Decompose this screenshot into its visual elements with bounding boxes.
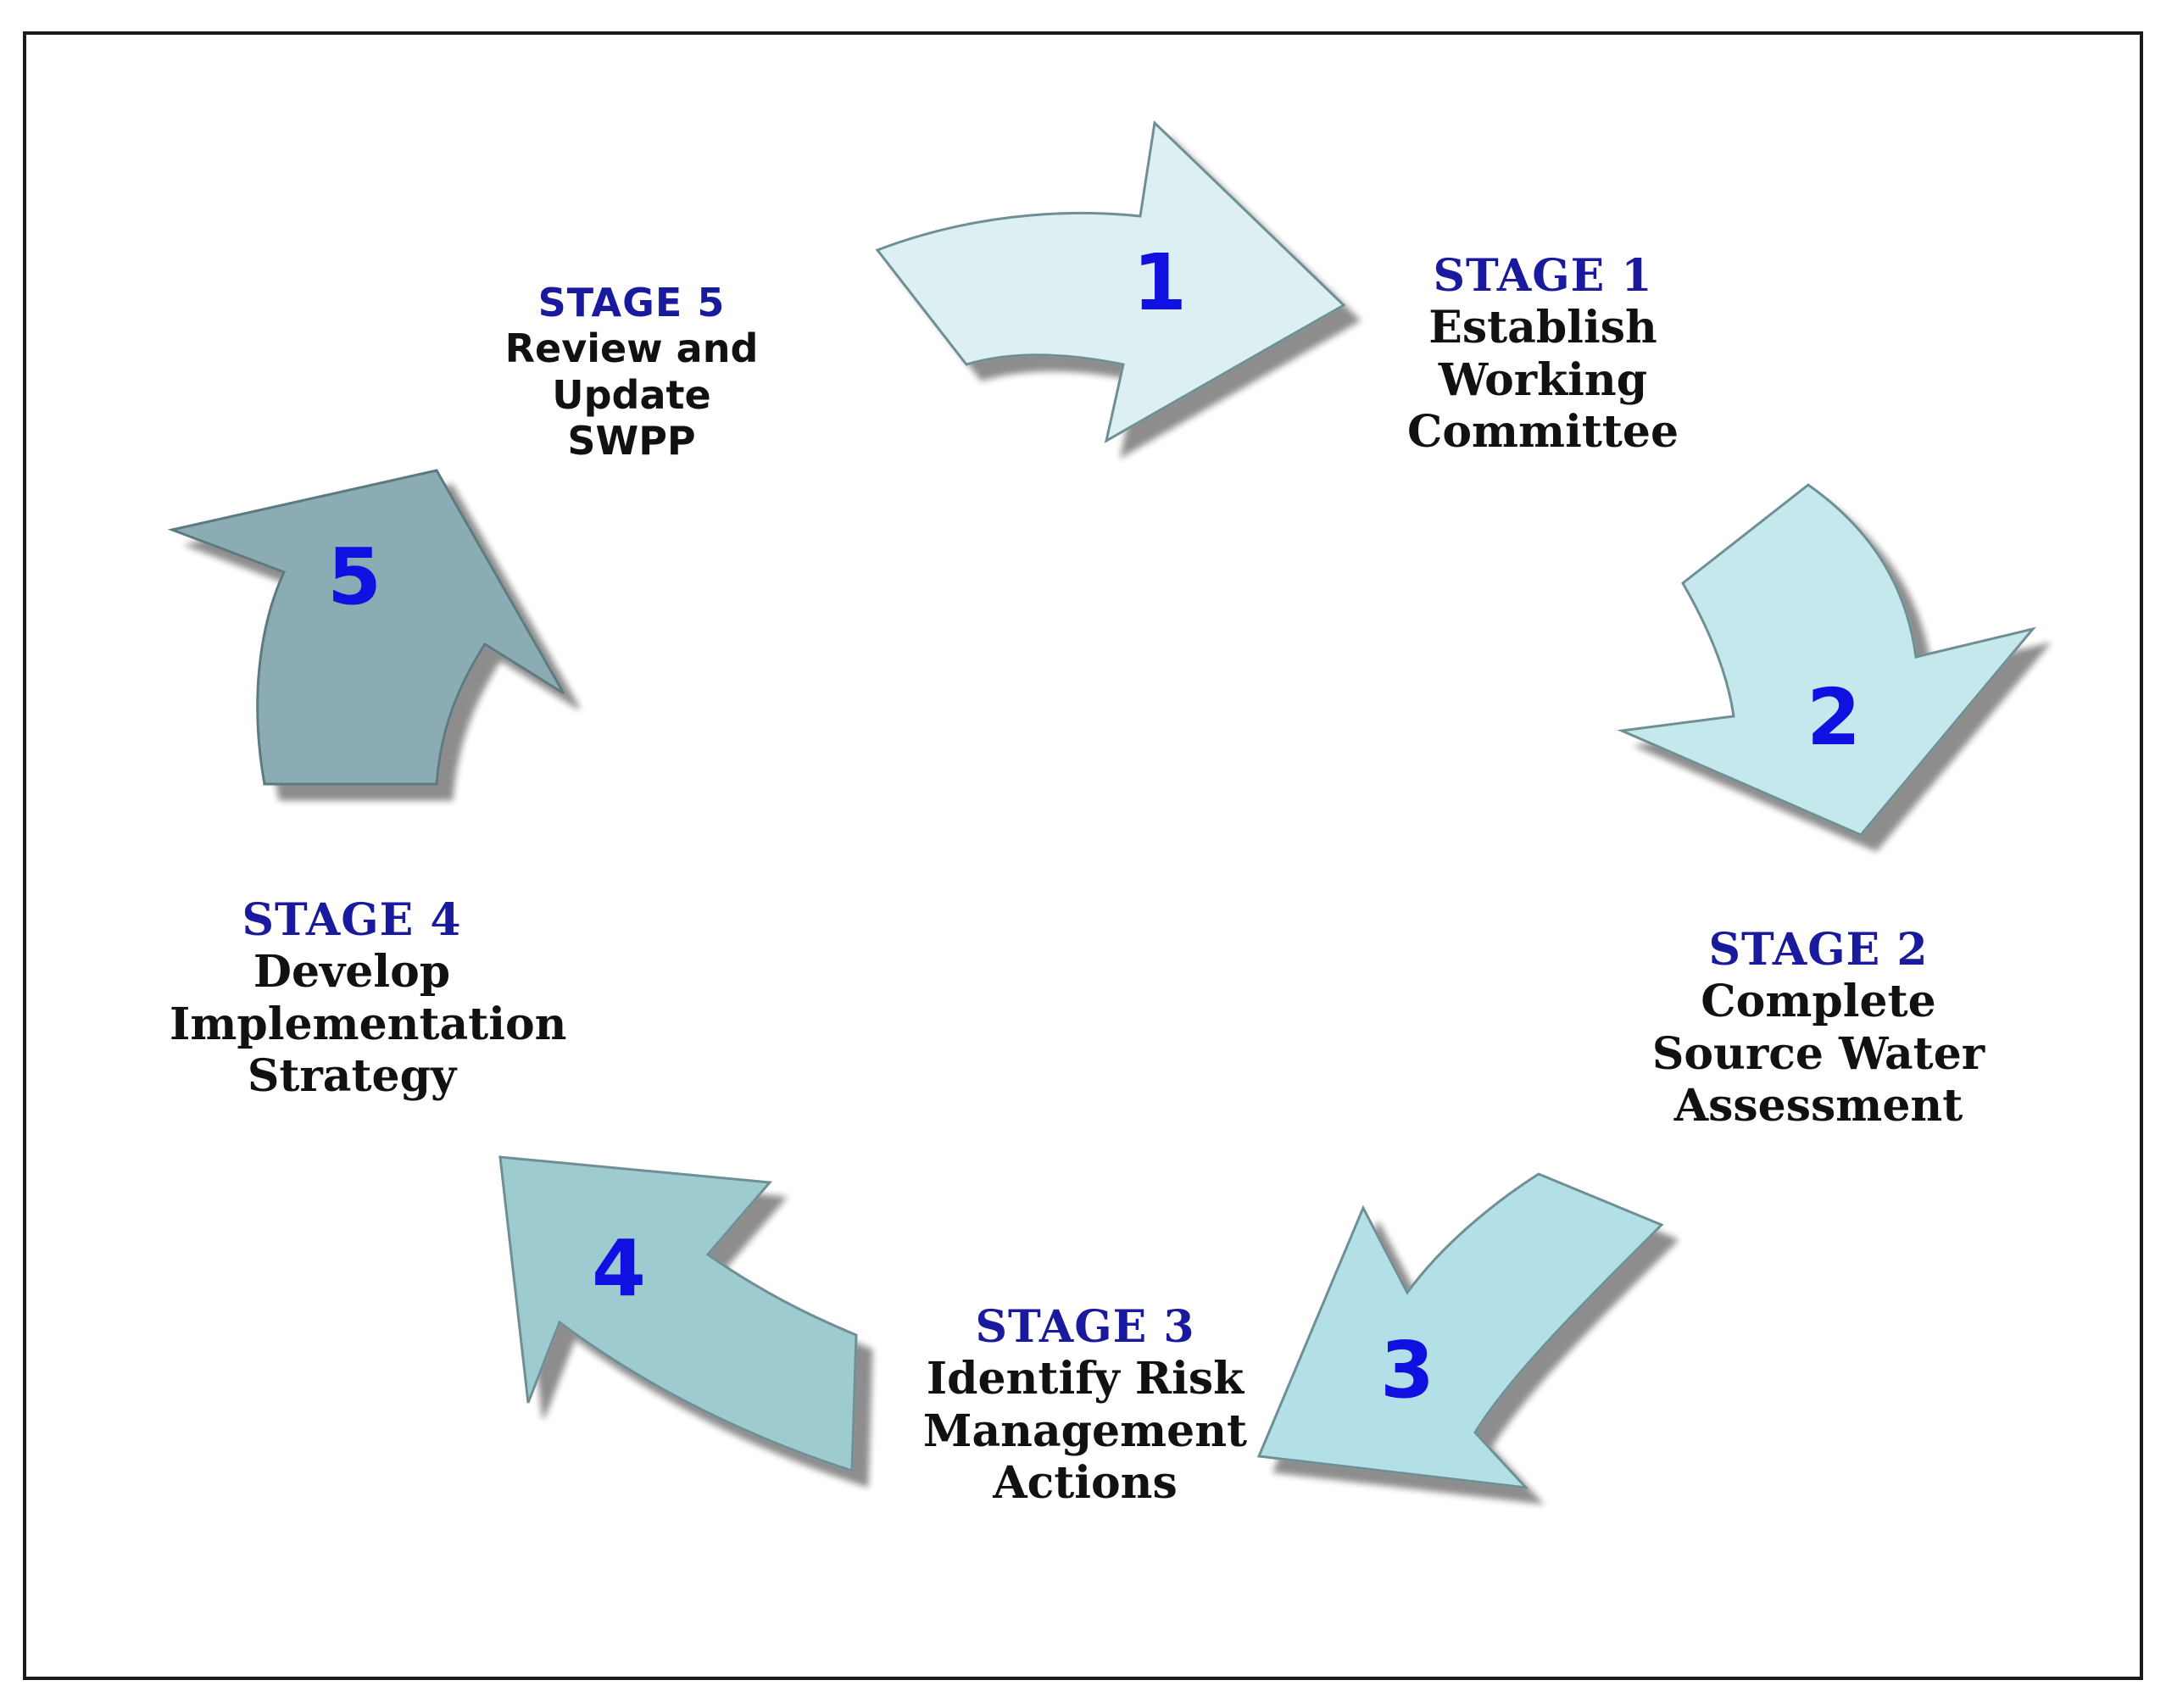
stage-4-heading: STAGE 4 <box>242 894 462 946</box>
stage-5-description: Review and Update SWPP <box>504 325 759 464</box>
stage-5-arrow-shape <box>167 469 565 786</box>
stage-3-arrow-shape <box>1256 1172 1664 1489</box>
stage-5-label: STAGE 5 Review and Update SWPP <box>475 280 788 464</box>
stage-1-arrow-shape <box>875 120 1346 443</box>
stage-2-number: 2 <box>1807 672 1861 763</box>
stage-2-label: STAGE 2 Complete Source Water Assessment <box>1645 924 1992 1132</box>
stage-4-arrow-shape <box>498 1155 858 1473</box>
stage-2-arrow <box>1617 483 2037 837</box>
stage-3-number: 3 <box>1380 1325 1434 1416</box>
stage-4-description: Develop Implementation Strategy <box>170 946 567 1103</box>
stage-5-number: 5 <box>327 531 381 622</box>
stage-3-description: Identify Risk Management Actions <box>922 1353 1248 1510</box>
stage-5-heading: STAGE 5 <box>537 280 726 325</box>
stage-4-number: 4 <box>592 1223 646 1314</box>
stage-2-arrow-shape <box>1617 483 2037 837</box>
stage-3-heading: STAGE 3 <box>975 1301 1195 1353</box>
stage-2-description: Complete Source Water Assessment <box>1651 976 1985 1132</box>
stage-4-label: STAGE 4 Develop Implementation Strategy <box>170 894 567 1103</box>
stage-1-heading: STAGE 1 <box>1433 250 1653 302</box>
stage-1-number: 1 <box>1133 237 1187 328</box>
stage-1-arrow <box>875 120 1346 443</box>
stage-3-arrow <box>1256 1172 1664 1489</box>
stage-2-heading: STAGE 2 <box>1708 924 1929 976</box>
stage-3-label: STAGE 3 Identify Risk Management Actions <box>916 1301 1255 1509</box>
stage-5-arrow <box>167 469 565 786</box>
stage-4-arrow <box>498 1155 858 1473</box>
stage-1-label: STAGE 1 Establish Working Committee <box>1390 250 1695 458</box>
stage-1-description: Establish Working Committee <box>1406 302 1679 459</box>
